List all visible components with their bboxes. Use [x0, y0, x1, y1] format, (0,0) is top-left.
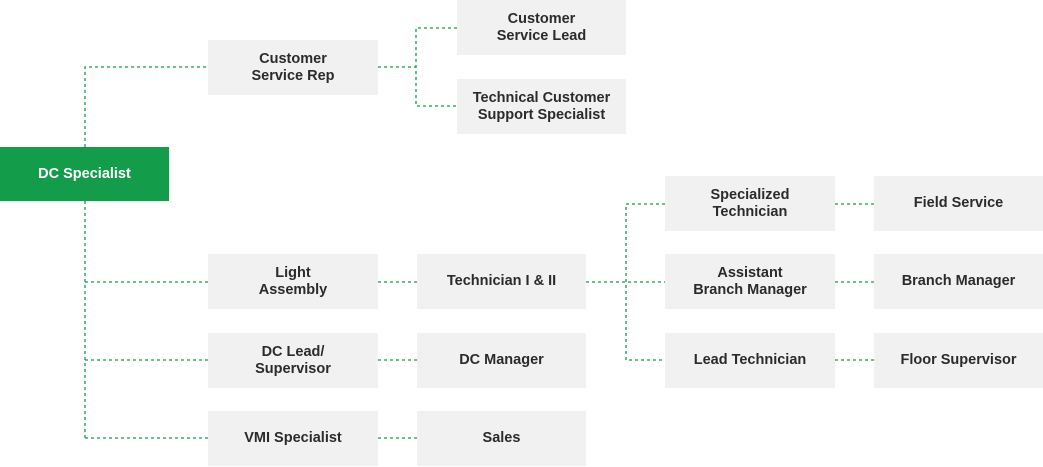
node-dc-lead-supervisor: DC Lead/ Supervisor: [208, 333, 378, 388]
node-customer-service-rep: Customer Service Rep: [208, 40, 378, 95]
node-vmi-specialist: VMI Specialist: [208, 411, 378, 466]
node-assistant-branch-manager: Assistant Branch Manager: [665, 254, 835, 309]
connector-root-customer-service-rep: [84, 66, 208, 147]
node-dc-manager: DC Manager: [417, 333, 586, 388]
node-technician-i-ii: Technician I & II: [417, 254, 586, 309]
node-branch-manager: Branch Manager: [874, 254, 1043, 309]
node-field-service: Field Service: [874, 176, 1043, 231]
node-sales: Sales: [417, 411, 586, 466]
connector-technician-children: [625, 203, 665, 361]
node-customer-service-lead: Customer Service Lead: [457, 0, 626, 55]
node-dc-specialist: DC Specialist: [0, 147, 169, 201]
connector-csr-children: [415, 27, 457, 107]
node-lead-technician: Lead Technician: [665, 333, 835, 388]
node-light-assembly: Light Assembly: [208, 254, 378, 309]
node-technical-customer-support-specialist: Technical Customer Support Specialist: [457, 79, 626, 134]
node-specialized-technician: Specialized Technician: [665, 176, 835, 231]
node-floor-supervisor: Floor Supervisor: [874, 333, 1043, 388]
